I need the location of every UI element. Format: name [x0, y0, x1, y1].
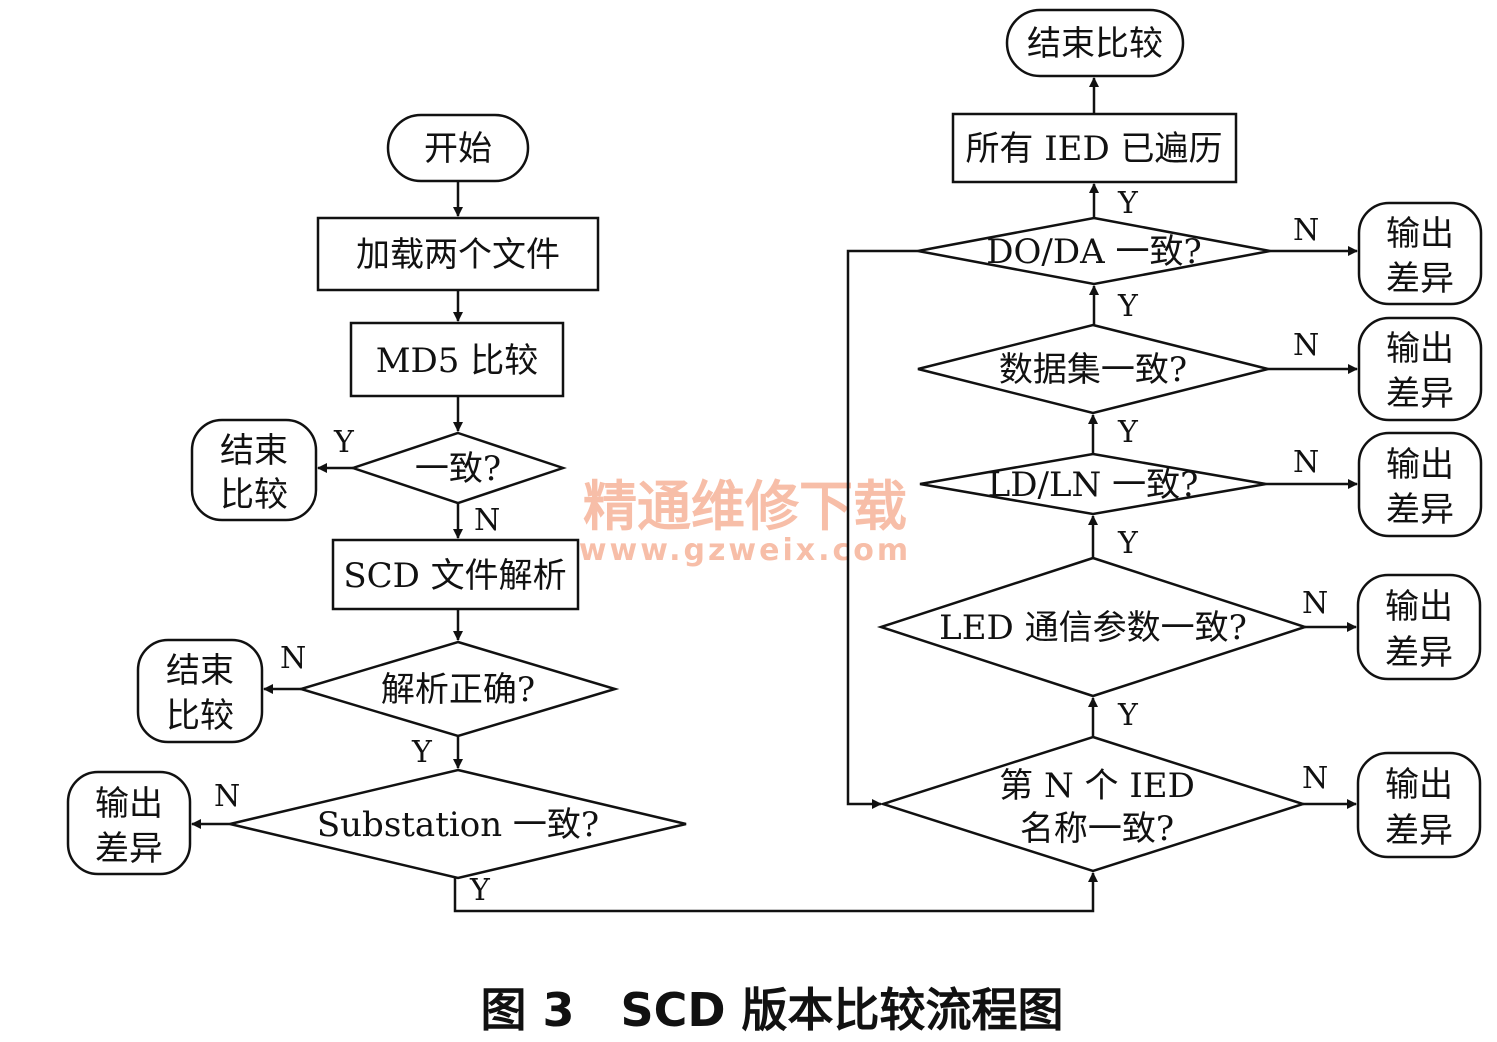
watermark-url: www.gzweix.com [579, 533, 911, 568]
label-y-same: Y [333, 425, 355, 460]
start-text: 开始 [424, 129, 492, 169]
label-y-ledcomm: Y [1117, 698, 1139, 733]
scd-parse-text: SCD 文件解析 [343, 556, 566, 596]
decision-do-da: DO/DA 一致? [917, 216, 1271, 286]
decision-parse-ok: 解析正确? [296, 640, 620, 738]
all-ied-text: 所有 IED 已遍历 [965, 129, 1222, 169]
decision-dataset: 数据集一致? [917, 323, 1269, 415]
decision-ied-name: 第 N 个 IED 名称一致? [878, 735, 1308, 873]
edge-doda-loop-back [846, 249, 918, 809]
edge-substation-iedname [453, 872, 1098, 913]
out1-line1: 输出 [1386, 214, 1454, 254]
node-all-ied-traversed: 所有 IED 已遍历 [951, 112, 1238, 184]
label-y-dataset: Y [1117, 415, 1139, 450]
decision-same: 一致? [349, 431, 567, 505]
out5-line1: 输出 [1385, 765, 1453, 805]
node-end-compare-1: 结束 比较 [190, 418, 318, 522]
label-n-ldln: N [1293, 445, 1319, 480]
label-y-substation: Y [469, 873, 491, 908]
same-text: 一致? [415, 449, 501, 489]
label-y-doda: Y [1117, 289, 1139, 324]
label-n-substation: N [214, 779, 240, 814]
figure-caption: 图 3 SCD 版本比较流程图 [480, 983, 1063, 1037]
led-comm-text: LED 通信参数一致? [939, 608, 1247, 648]
end-final-text: 结束比较 [1027, 24, 1163, 64]
out2-line1: 输出 [1386, 329, 1454, 369]
end2-line2: 比较 [166, 696, 234, 736]
node-output-diff-5: 输出 差异 [1356, 751, 1482, 859]
label-n-doda: N [1293, 213, 1319, 248]
end1-line1: 结束 [220, 431, 288, 471]
label-n-dataset: N [1293, 328, 1319, 363]
out2-line2: 差异 [1386, 374, 1454, 414]
load-files-text: 加载两个文件 [356, 235, 560, 275]
label-n-ledcomm: N [1302, 586, 1328, 621]
out1-line2: 差异 [1386, 259, 1454, 299]
substation-text: Substation 一致? [317, 805, 599, 845]
do-da-text: DO/DA 一致? [986, 232, 1201, 272]
watermark-title: 精通维修下载 [583, 475, 907, 538]
node-output-diff-0: 输出 差异 [66, 770, 192, 876]
end1-line2: 比较 [220, 475, 288, 515]
watermark: 精通维修下载 www.gzweix.com [579, 475, 911, 568]
out3-line1: 输出 [1386, 445, 1454, 485]
ied-name-line2: 名称一致? [1020, 809, 1174, 849]
node-end-compare-final: 结束比较 [1005, 8, 1185, 78]
end2-line1: 结束 [166, 651, 234, 691]
decision-ld-ln: LD/LN 一致? [919, 452, 1267, 516]
parse-ok-text: 解析正确? [381, 670, 535, 710]
out0-line2: 差异 [95, 829, 163, 869]
node-output-diff-1: 输出 差异 [1357, 201, 1483, 306]
out4-line1: 输出 [1385, 587, 1453, 627]
node-scd-parse: SCD 文件解析 [331, 538, 580, 611]
ld-ln-text: LD/LN 一致? [988, 465, 1199, 505]
out3-line2: 差异 [1386, 490, 1454, 530]
node-start: 开始 [386, 113, 530, 183]
out0-line1: 输出 [95, 784, 163, 824]
edges [191, 77, 1358, 913]
node-output-diff-2: 输出 差异 [1357, 316, 1483, 422]
node-md5-compare: MD5 比较 [349, 321, 565, 398]
node-end-compare-2: 结束 比较 [136, 638, 264, 744]
edge-labels: Y N N Y N Y Y Y Y Y Y N N N N N [214, 186, 1328, 908]
label-y-ldln: Y [1117, 526, 1139, 561]
label-y-allied: Y [1117, 186, 1139, 221]
dataset-text: 数据集一致? [999, 350, 1187, 390]
decision-led-comm: LED 通信参数一致? [876, 556, 1310, 698]
node-output-diff-4: 输出 差异 [1356, 573, 1482, 681]
label-y-parseok: Y [411, 735, 433, 770]
decision-substation: Substation 一致? [229, 768, 687, 880]
node-output-diff-3: 输出 差异 [1357, 431, 1483, 538]
out5-line2: 差异 [1385, 811, 1453, 851]
out4-line2: 差异 [1385, 633, 1453, 673]
label-n-same: N [474, 503, 500, 538]
label-n-iedname: N [1302, 761, 1328, 796]
node-load-files: 加载两个文件 [316, 216, 600, 292]
ied-name-line1: 第 N 个 IED [999, 766, 1195, 806]
md5-text: MD5 比较 [376, 341, 539, 381]
label-n-parseok: N [280, 641, 306, 676]
